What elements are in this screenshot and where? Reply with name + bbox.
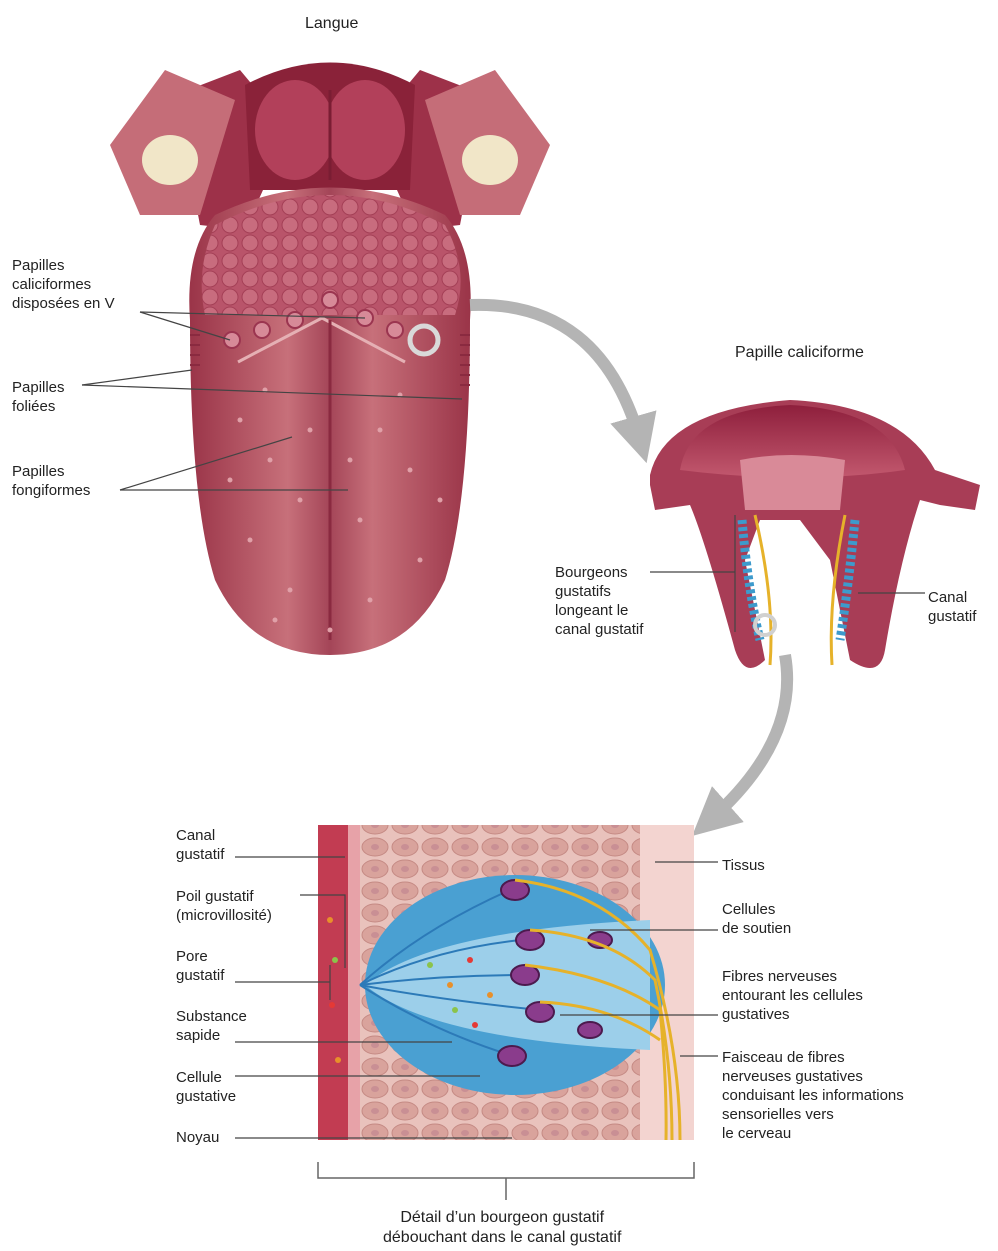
detail-caption: Détail d’un bourgeon gustatif débouchant… [383, 1208, 621, 1248]
papilla-title: Papille caliciforme [735, 343, 864, 363]
label-tissue: Tissus [722, 856, 765, 875]
label-pore: Pore gustatif [176, 947, 224, 985]
detail-figure [235, 825, 718, 1200]
label-support: Cellules de soutien [722, 900, 791, 938]
label-foliate: Papilles foliées [12, 378, 65, 416]
label-papilla-canal: Canal gustatif [928, 588, 976, 626]
label-substance: Substance sapide [176, 1007, 247, 1045]
left-gland [142, 135, 198, 185]
label-canal: Canal gustatif [176, 826, 224, 864]
label-fungiform: Papilles fongiformes [12, 462, 90, 500]
label-fibers: Fibres nerveuses entourant les cellules … [722, 967, 863, 1024]
label-nucleus: Noyau [176, 1128, 219, 1147]
label-cell: Cellule gustative [176, 1068, 236, 1106]
tongue-title: Langue [305, 14, 358, 34]
label-bundle: Faisceau de fibres nerveuses gustatives … [722, 1048, 904, 1143]
label-buds: Bourgeons gustatifs longeant le canal gu… [555, 563, 643, 639]
tongue-figure [82, 63, 550, 656]
arrow-to-detail [710, 655, 787, 820]
arrow-to-papilla [470, 305, 640, 440]
papilla-figure [650, 400, 980, 668]
label-circumvallate: Papilles caliciformes disposées en V [12, 256, 115, 313]
label-hair: Poil gustatif (microvillosité) [176, 887, 272, 925]
right-gland [462, 135, 518, 185]
